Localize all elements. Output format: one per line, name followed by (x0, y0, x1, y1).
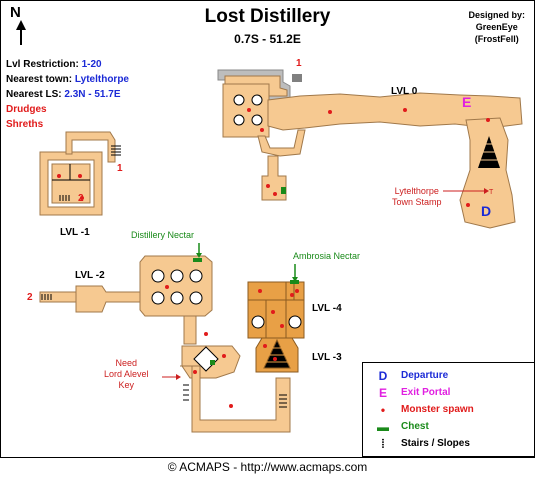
level-3-area (255, 337, 299, 373)
north-arrow-icon (16, 20, 26, 45)
level-0-features (233, 74, 500, 168)
footer-credit: © ACMAPS - http://www.acmaps.com (167, 460, 368, 474)
legend-label: Departure (401, 370, 449, 381)
chest-icon (281, 187, 286, 194)
level-label-minus-1: LVL -1 (60, 227, 90, 238)
town-stamp-note: Lytelthorpe Town Stamp (392, 186, 442, 208)
note-line: Lord Alevel (104, 369, 149, 379)
credit-line: Designed by: (468, 10, 525, 20)
nearest-town: Nearest town: Lytelthorpe (6, 74, 129, 85)
departure-icon: D (378, 369, 388, 383)
chest-icon (193, 258, 202, 262)
level-label-minus-4: LVL -4 (312, 303, 342, 314)
level-4-area (247, 281, 305, 339)
level-4-features (251, 315, 302, 329)
legend-item: ⦙ Stairs / Slopes (363, 437, 534, 453)
nearest-town-value: Lytelthorpe (74, 74, 129, 85)
level-2-features (41, 269, 287, 408)
nearest-town-label: Nearest town: (6, 74, 73, 85)
map-credit: Designed by: GreenEye (FrostFell) (468, 9, 525, 45)
level-label-minus-2: LVL -2 (75, 270, 105, 281)
stairs-icon: ⦙ (381, 437, 385, 451)
note-line: Lytelthorpe (394, 186, 439, 196)
link-marker-2: 2 (27, 292, 33, 303)
note-line: Town Stamp (392, 197, 442, 207)
nearest-ls: Nearest LS: 2.3N - 51.7E (6, 89, 121, 100)
level-0-area (217, 69, 523, 229)
chest-icon (210, 360, 215, 365)
level-restriction-label: Lvl Restriction: (6, 59, 79, 70)
credit-line: GreenEye (475, 22, 518, 32)
chest-icon (290, 280, 299, 284)
exit-portal-marker: E (462, 94, 472, 110)
departure-marker: D (481, 203, 492, 219)
level-restriction: Lvl Restriction: 1-20 (6, 59, 102, 70)
legend-label: Chest (401, 421, 429, 432)
legend-item: D Departure (363, 369, 534, 385)
level-1-area (39, 131, 116, 216)
level-label-minus-3: LVL -3 (312, 352, 342, 363)
chest-markers (193, 187, 299, 365)
link-marker-1: 1 (296, 58, 302, 69)
monster-spawn-markers (57, 108, 490, 408)
map-title: Lost Distillery (204, 6, 331, 27)
annotation-arrows: T (162, 188, 494, 380)
compass-label: N (10, 4, 21, 21)
nearest-ls-label: Nearest LS: (6, 89, 62, 100)
legend-item: ▬ Chest (363, 420, 534, 436)
exit-portal-icon: E (378, 386, 387, 400)
ambrosia-nectar-note: Ambrosia Nectar (293, 251, 361, 261)
distillery-nectar-note: Distillery Nectar (131, 230, 195, 240)
nearest-ls-value: 2.3N - 51.7E (64, 89, 121, 100)
svg-text:T: T (489, 189, 494, 196)
level-1-features (52, 145, 121, 201)
legend-label: Stairs / Slopes (401, 438, 470, 449)
level-restriction-value: 1-20 (81, 59, 102, 70)
legend-label: Exit Portal (401, 387, 451, 398)
link-marker-2: 2 (78, 193, 84, 204)
legend-label: Monster spawn (401, 404, 474, 415)
link-marker-1: 1 (117, 163, 123, 174)
note-line: Key (118, 380, 135, 390)
note-line: Need (115, 358, 138, 368)
map-coordinates: 0.7S - 51.2E (234, 32, 301, 46)
legend-item: E Exit Portal (363, 386, 534, 402)
monster-name: Drudges (6, 104, 47, 115)
level-label-0: LVL 0 (391, 86, 418, 97)
monster-spawn-icon: • (380, 403, 386, 417)
chest-icon: ▬ (377, 420, 389, 434)
monster-name: Shreths (6, 119, 44, 130)
credit-line: (FrostFell) (474, 34, 519, 44)
legend-item: • Monster spawn (363, 403, 534, 419)
lord-alevel-key-note: Need Lord Alevel Key (104, 358, 149, 391)
